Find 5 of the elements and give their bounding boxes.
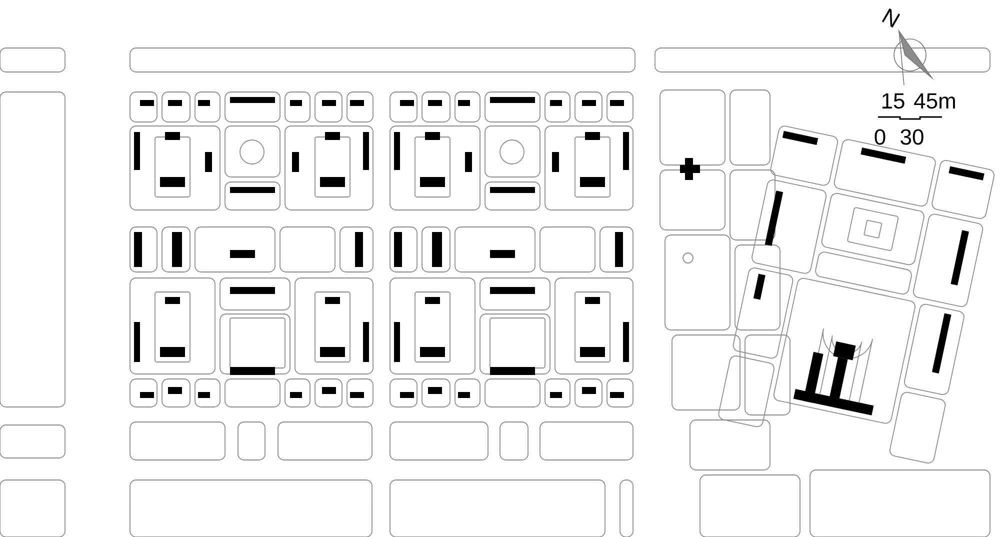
scale-label: 15 [882,93,904,109]
scale-label: 0 [874,129,886,145]
north-label: N [882,8,900,28]
scale-label: 30 [900,129,924,145]
scale-label: 45m [914,93,955,109]
